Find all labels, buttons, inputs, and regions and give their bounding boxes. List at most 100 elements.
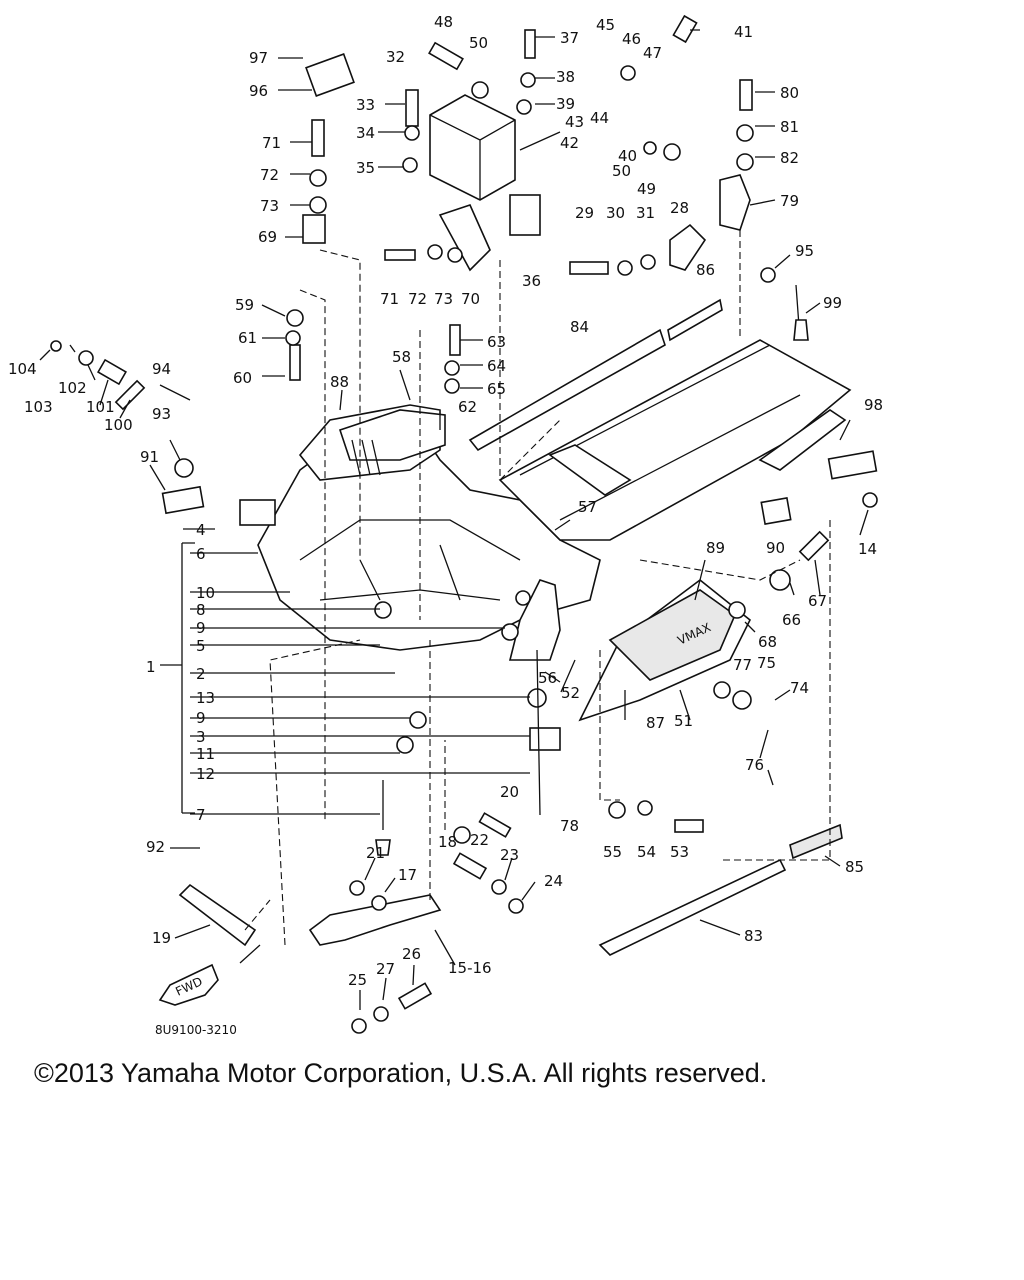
trim-strip-83 xyxy=(598,858,787,956)
part-label: 103 xyxy=(24,398,53,416)
part-label: 43 xyxy=(565,113,584,131)
part-label: 7 xyxy=(196,806,206,824)
part-label: 63 xyxy=(487,333,506,351)
part-label: 9 xyxy=(196,709,206,727)
part-label: 70 xyxy=(461,290,480,308)
part-label: 58 xyxy=(392,348,411,366)
part-label: 52 xyxy=(561,684,580,702)
part-label: 30 xyxy=(606,204,625,222)
part-label: 8 xyxy=(196,601,206,619)
part-label: 48 xyxy=(434,13,453,31)
part-label: 5 xyxy=(196,637,206,655)
part-label: 18 xyxy=(438,833,457,851)
part-label: 93 xyxy=(152,405,171,423)
trim-strip-86 xyxy=(667,298,723,342)
diagram-code: 8U9100-3210 xyxy=(155,1023,237,1037)
part-label: 51 xyxy=(674,712,693,730)
tube-19 xyxy=(178,883,257,947)
part-label: 78 xyxy=(560,817,579,835)
part-label: 19 xyxy=(152,929,171,947)
part-label: 71 xyxy=(262,134,281,152)
part-label: 83 xyxy=(744,927,763,945)
part-label: 37 xyxy=(560,29,579,47)
part-label: 53 xyxy=(670,843,689,861)
part-label: 41 xyxy=(734,23,753,41)
fwd-arrow: FWD xyxy=(158,963,219,1006)
part-label: 50 xyxy=(612,162,631,180)
part-label: 75 xyxy=(757,654,776,672)
part-label: 94 xyxy=(152,360,171,378)
assembly-lines xyxy=(244,230,831,946)
part-label: 67 xyxy=(808,592,827,610)
part-label: 81 xyxy=(780,118,799,136)
part-label: 100 xyxy=(104,416,133,434)
part-label: 2 xyxy=(196,665,206,683)
part-label: 22 xyxy=(470,831,489,849)
seat-cover-block xyxy=(298,404,446,481)
lower-bracket xyxy=(308,894,442,946)
part-label: 57 xyxy=(578,498,597,516)
part-label: 49 xyxy=(637,180,656,198)
part-label: 66 xyxy=(782,611,801,629)
part-label: 36 xyxy=(522,272,541,290)
part-label: 13 xyxy=(196,689,215,707)
part-label: 11 xyxy=(196,745,215,763)
part-label: 86 xyxy=(696,261,715,279)
part-label: 68 xyxy=(758,633,777,651)
bracket-28 xyxy=(669,223,707,271)
part-label: 4 xyxy=(196,521,206,539)
part-label: 17 xyxy=(398,866,417,884)
part-label: 76 xyxy=(745,756,764,774)
part-label: 62 xyxy=(458,398,477,416)
copyright-notice: ©2013 Yamaha Motor Corporation, U.S.A. A… xyxy=(34,1058,768,1088)
part-label: 47 xyxy=(643,44,662,62)
part-label: 21 xyxy=(366,844,385,862)
part-label: 72 xyxy=(408,290,427,308)
part-label: 102 xyxy=(58,379,87,397)
part-label: 26 xyxy=(402,945,421,963)
part-label: 12 xyxy=(196,765,215,783)
side-cover xyxy=(508,579,561,661)
part-label: 15-16 xyxy=(448,959,492,977)
part-label: 29 xyxy=(575,204,594,222)
part-label: 35 xyxy=(356,159,375,177)
part-label: 50 xyxy=(469,34,488,52)
part-label: 38 xyxy=(556,68,575,86)
part-label: 65 xyxy=(487,380,506,398)
part-label: 14 xyxy=(858,540,877,558)
part-label: 98 xyxy=(864,396,883,414)
part-label: 23 xyxy=(500,846,519,864)
part-label: 59 xyxy=(235,296,254,314)
part-label: 87 xyxy=(646,714,665,732)
part-label: 40 xyxy=(618,147,637,165)
part-label: 55 xyxy=(603,843,622,861)
part-label: 28 xyxy=(670,199,689,217)
part-label: 90 xyxy=(766,539,785,557)
part-label: 96 xyxy=(249,82,268,100)
trim-strip-84 xyxy=(468,328,666,452)
part-label: 25 xyxy=(348,971,367,989)
part-label: 74 xyxy=(790,679,809,697)
part-label: 92 xyxy=(146,838,165,856)
part-label: 46 xyxy=(622,30,641,48)
part-label: 27 xyxy=(376,960,395,978)
leader-lines xyxy=(39,29,869,1010)
part-label: 45 xyxy=(596,16,615,34)
part-label: 85 xyxy=(845,858,864,876)
part-label: 20 xyxy=(500,783,519,801)
part-label: 56 xyxy=(538,669,557,687)
part-label: 60 xyxy=(233,369,252,387)
part-label: 34 xyxy=(356,124,375,142)
part-label: 95 xyxy=(795,242,814,260)
part-label: 73 xyxy=(260,197,279,215)
part-label: 44 xyxy=(590,109,609,127)
exploded-parts-diagram: VMAX FWD xyxy=(8,13,883,1037)
part-label: 9 xyxy=(196,619,206,637)
part-label: 42 xyxy=(560,134,579,152)
part-label: 104 xyxy=(8,360,37,378)
side-panel: VMAX xyxy=(578,578,752,722)
trim-strip-85 xyxy=(789,823,843,860)
part-label: 6 xyxy=(196,545,206,563)
bracket-79 xyxy=(719,174,751,231)
part-label: 33 xyxy=(356,96,375,114)
